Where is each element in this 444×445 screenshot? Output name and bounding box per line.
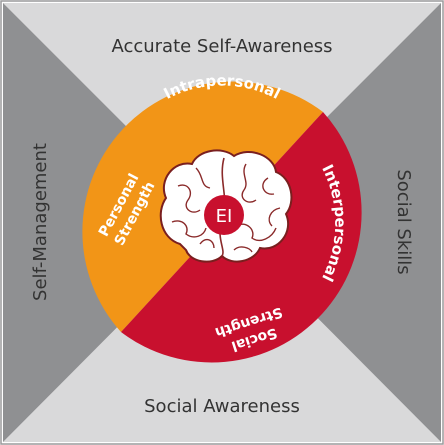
label-social-skills: Social Skills [393,169,414,274]
label-accurate-self-awareness: Accurate Self-Awareness [111,36,332,57]
label-self-management: Self-Management [30,143,51,301]
ei-label: EI [216,206,233,227]
label-social-awareness: Social Awareness [144,396,300,417]
ei-badge [204,195,244,235]
